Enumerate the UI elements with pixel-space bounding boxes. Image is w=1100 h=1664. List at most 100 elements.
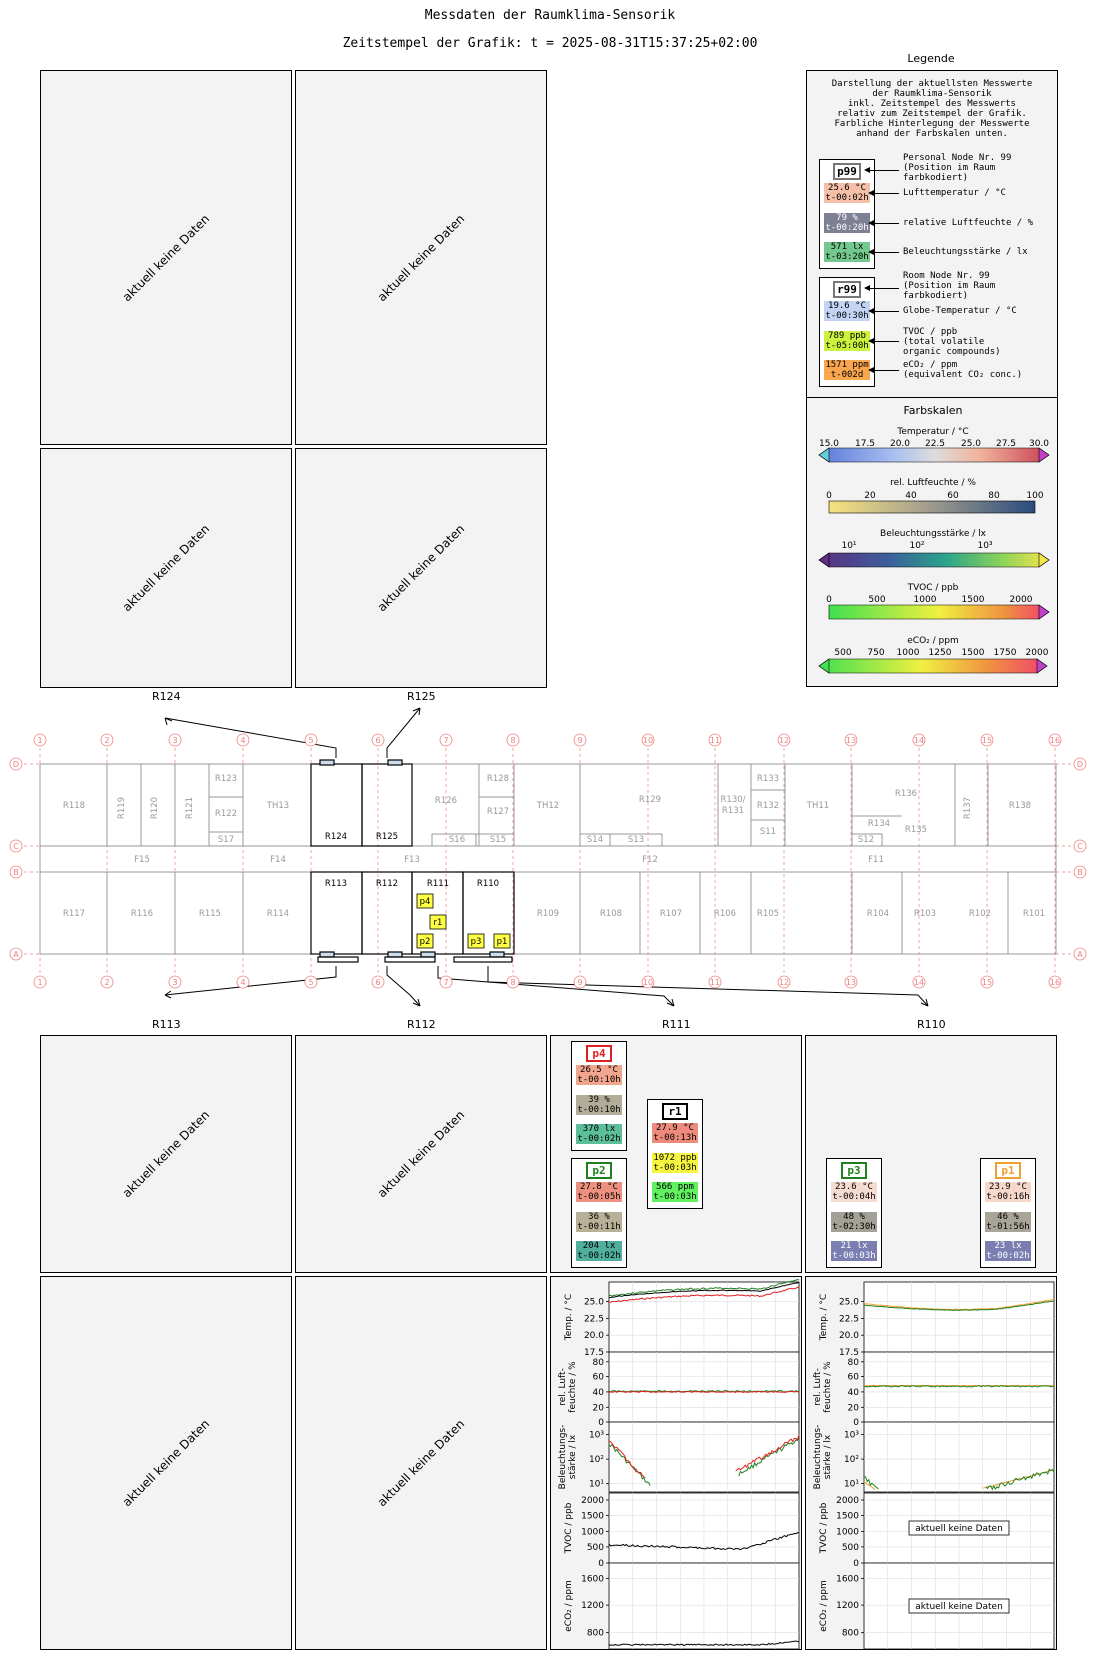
panel-r112-values: aktuell keine Daten <box>295 1035 547 1273</box>
floorplan-room-r113: R113 <box>325 879 347 889</box>
grid-axis-4: 4 <box>236 975 250 989</box>
y-tick-tvoc: 2000 <box>836 1496 859 1506</box>
sensor-marker-p3: p3 <box>467 933 485 949</box>
svg-text:9: 9 <box>577 978 582 987</box>
svg-text:6: 6 <box>375 978 380 987</box>
series-line <box>608 1390 800 1393</box>
legend-desc-globe: Globe-Temperatur / °C <box>903 306 1017 316</box>
floor-plan: 1122334455667788991010111112121313141415… <box>9 707 1087 1007</box>
leader-lines <box>164 707 929 1007</box>
floorplan-room-r131: R131 <box>722 806 744 816</box>
building-walls <box>39 763 1057 955</box>
svg-text:1: 1 <box>37 736 42 745</box>
grid-axis-2: 2 <box>100 733 114 747</box>
floorplan-room-r105: R105 <box>757 909 779 919</box>
grid-axis-8: 8 <box>506 975 520 989</box>
floorplan-room-s14: S14 <box>587 835 603 845</box>
floorplan-room-r115: R115 <box>199 909 221 919</box>
y-tick-hum: 80 <box>593 1358 605 1368</box>
floorplan-room-f14: F14 <box>270 855 286 865</box>
arrow <box>868 338 899 344</box>
series-line <box>863 1385 1055 1388</box>
grid-axis-15: 15 <box>980 975 994 989</box>
floorplan-room-r103: R103 <box>914 909 936 919</box>
svg-text:8: 8 <box>510 736 515 745</box>
floorplan-room-r123: R123 <box>215 774 237 784</box>
floorplan-room-s15: S15 <box>490 835 506 845</box>
hum-value: 48 %t-02:30h <box>831 1212 877 1232</box>
grid-axis-11: 11 <box>708 733 722 747</box>
no-data-label: aktuell keine Daten <box>119 521 213 615</box>
grid-axis-14: 14 <box>912 975 926 989</box>
grid-axis-B: B <box>9 865 23 879</box>
svg-text:1500: 1500 <box>962 648 985 658</box>
series-line <box>608 1279 800 1297</box>
svg-text:4: 4 <box>240 978 245 987</box>
node-id: r99 <box>833 281 861 298</box>
panel-r125-values: aktuell keine Daten <box>295 70 547 445</box>
grid-axis-16: 16 <box>1048 733 1062 747</box>
svg-text:1000: 1000 <box>897 648 920 658</box>
grid-axis-7: 7 <box>439 733 453 747</box>
svg-text:p1: p1 <box>497 937 508 947</box>
svg-text:2000: 2000 <box>1010 595 1033 605</box>
grid-axis-14: 14 <box>912 733 926 747</box>
y-tick-temp: 17.5 <box>584 1348 604 1358</box>
svg-text:750: 750 <box>867 648 884 658</box>
scale-temp-bar <box>818 447 1050 463</box>
scale-tvoc-label: TVOC / ppb <box>907 583 959 593</box>
floorplan-room-r138: R138 <box>1009 801 1031 811</box>
svg-text:13: 13 <box>846 978 856 987</box>
grid-axis-1: 1 <box>33 733 47 747</box>
y-tick-temp: 22.5 <box>584 1314 604 1324</box>
y-tick-lux: 10¹ <box>844 1480 859 1490</box>
scale-hum-label: rel. Luftfeuchte / % <box>890 478 976 488</box>
svg-text:14: 14 <box>914 978 924 987</box>
svg-text:10³: 10³ <box>977 541 992 551</box>
svg-text:40: 40 <box>905 491 917 501</box>
arrow <box>864 285 899 291</box>
svg-text:8: 8 <box>510 978 515 987</box>
floorplan-room-s11: S11 <box>760 827 776 837</box>
hum-value: 39 %t-00:10h <box>576 1095 622 1115</box>
y-tick-hum: 80 <box>848 1358 860 1368</box>
svg-text:15: 15 <box>982 736 992 745</box>
svg-text:B: B <box>13 868 19 877</box>
svg-text:16: 16 <box>1050 978 1060 987</box>
floorplan-room-r116: R116 <box>131 909 153 919</box>
floorplan-room-s12: S12 <box>858 835 874 845</box>
no-data-label: aktuell keine Daten <box>374 521 468 615</box>
svg-text:0: 0 <box>826 491 832 501</box>
room-label-r113: R113 <box>152 1018 181 1031</box>
node-id: p2 <box>586 1162 612 1179</box>
floorplan-room-f13: F13 <box>404 855 420 865</box>
y-label-tvoc: TVOC / ppb <box>819 1502 829 1554</box>
svg-text:6: 6 <box>375 736 380 745</box>
arrow <box>864 167 899 173</box>
scale-lux-bar <box>818 552 1050 568</box>
y-tick-tvoc: 1000 <box>581 1528 604 1538</box>
y-tick-eco2: 1600 <box>836 1574 859 1584</box>
no-data-label: aktuell keine Daten <box>119 1107 213 1201</box>
arrow <box>868 190 899 196</box>
grid-axis-C: C <box>9 839 23 853</box>
y-tick-temp: 20.0 <box>584 1331 604 1341</box>
floorplan-room-r122: R122 <box>215 809 237 819</box>
no-data-label: aktuell keine Daten <box>915 1524 1003 1534</box>
scale-lux-label: Beleuchtungsstärke / lx <box>880 529 987 539</box>
